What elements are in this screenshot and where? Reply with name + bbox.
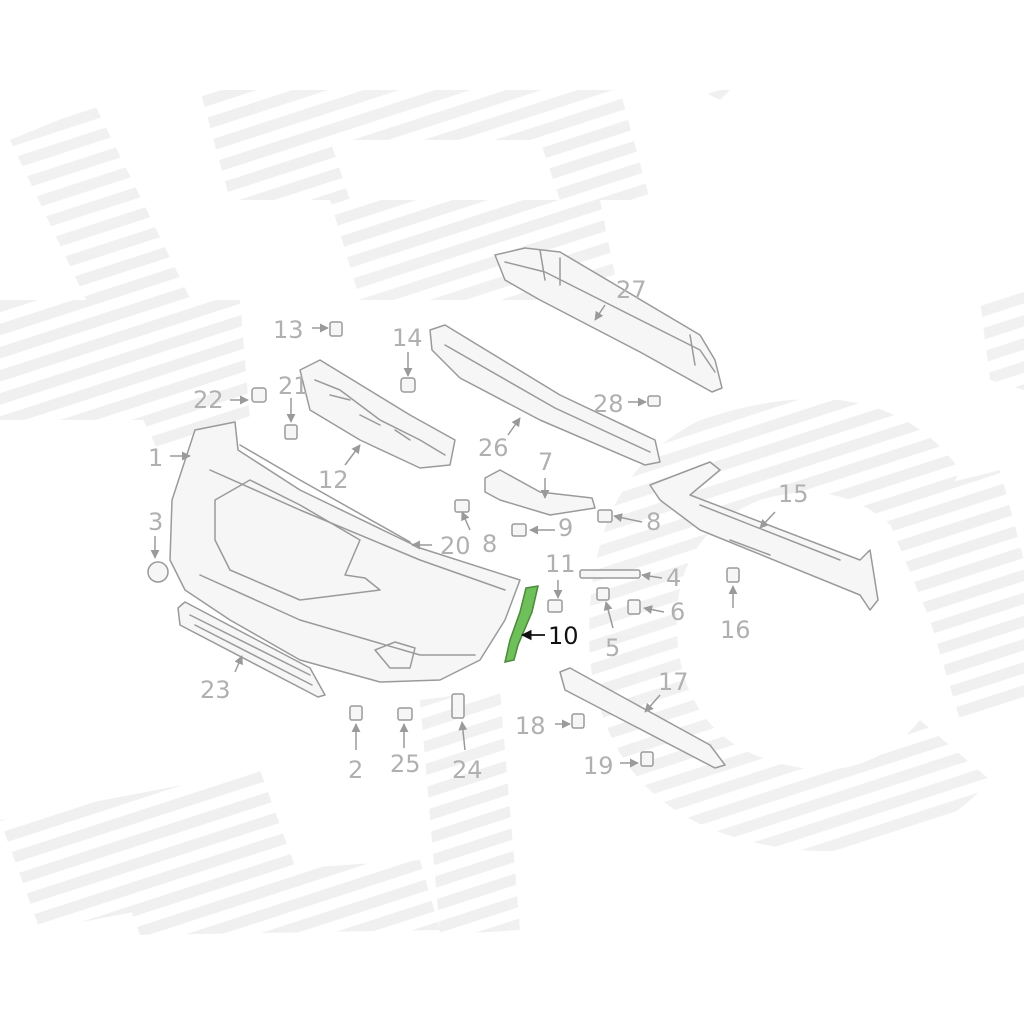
callout-6: 6	[670, 598, 685, 626]
callout-11: 11	[545, 550, 576, 578]
callout-24: 24	[452, 756, 483, 784]
part-17-strip	[559, 667, 726, 769]
callout-1: 1	[148, 444, 163, 472]
callout-27: 27	[616, 276, 647, 304]
callout-13: 13	[273, 316, 304, 344]
callout-5: 5	[605, 634, 620, 662]
callout-4: 4	[666, 564, 681, 592]
callout-22: 22	[193, 386, 224, 414]
callout-2: 2	[348, 756, 363, 784]
callout-25: 25	[390, 750, 421, 778]
part-12-bracket	[299, 359, 456, 469]
callout-7: 7	[538, 448, 553, 476]
callout-21: 21	[278, 372, 309, 400]
callout-9: 9	[558, 514, 573, 542]
part-26-absorber	[429, 324, 661, 466]
callout-18: 18	[515, 712, 546, 740]
callout-23: 23	[200, 676, 231, 704]
leader-lines	[150, 304, 776, 768]
callout-16: 16	[720, 616, 751, 644]
callout-14: 14	[392, 324, 423, 352]
callout-20: 20	[440, 532, 471, 560]
callout-26: 26	[478, 434, 509, 462]
part-1-bumper-cover	[169, 421, 521, 683]
callout-3: 3	[148, 508, 163, 536]
callout-15: 15	[778, 480, 809, 508]
fasteners	[251, 321, 740, 767]
part-3-cap	[147, 561, 169, 583]
callout-8-left: 8	[482, 530, 497, 558]
part-23-lower-grille	[177, 601, 326, 698]
callout-12: 12	[318, 466, 349, 494]
part-27-beam	[494, 247, 723, 393]
callout-labels: 13 14 22 21 1 3 12 26 27 28 7 20 8 9 8 1…	[148, 276, 809, 784]
callout-17: 17	[658, 668, 689, 696]
callout-19: 19	[583, 752, 614, 780]
part-15-reinforcement	[649, 461, 879, 611]
callout-8-right: 8	[646, 508, 661, 536]
callout-10-highlighted[interactable]: 10	[548, 622, 579, 650]
part-7-bracket	[484, 469, 596, 516]
callout-28: 28	[593, 390, 624, 418]
part-10-highlighted-strip[interactable]	[504, 585, 539, 663]
